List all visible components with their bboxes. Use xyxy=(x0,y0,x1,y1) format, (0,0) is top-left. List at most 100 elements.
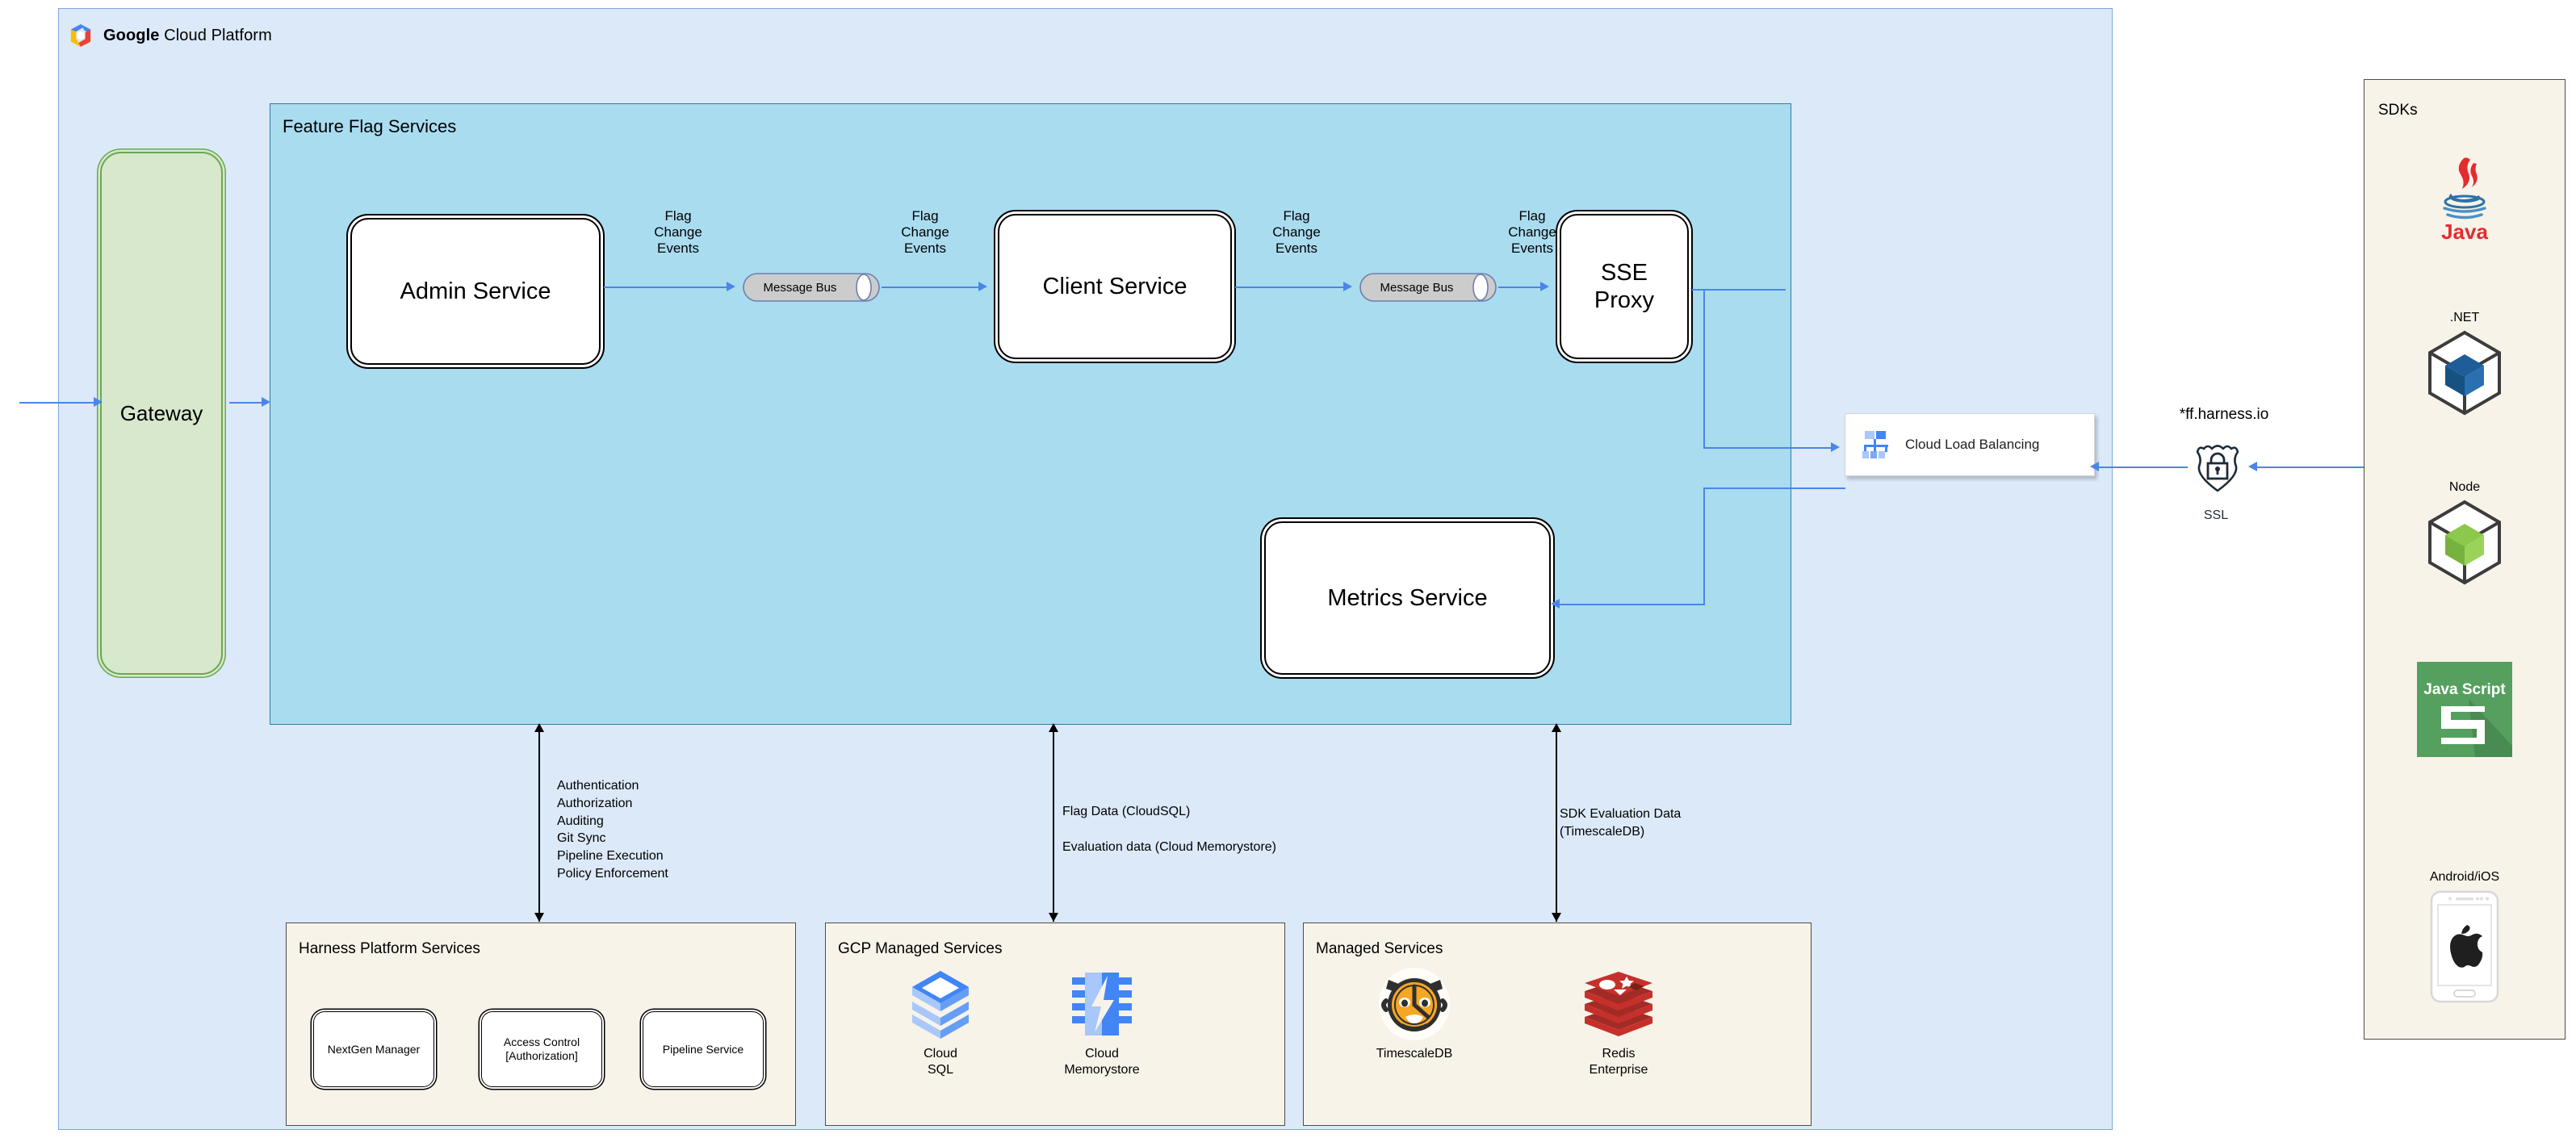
gcp-title-bold: Google xyxy=(103,26,160,44)
message-bus-1-label: Message Bus xyxy=(763,280,837,295)
flag-change-events-label-1: Flag Change Events xyxy=(654,208,702,257)
cloud-memorystore-icon xyxy=(1072,973,1132,1035)
lb-to-metrics-arrowhead xyxy=(1551,599,1560,609)
sse-to-lb-arrowhead xyxy=(1831,442,1840,452)
sdks-title: SDKs xyxy=(2378,102,2418,119)
ssl-shield-lock-icon xyxy=(2196,445,2239,492)
gateway-label: Gateway xyxy=(119,400,203,425)
lb-to-metrics-line-h2 xyxy=(1560,604,1705,605)
harness-platform-services-title: Harness Platform Services xyxy=(299,940,480,957)
client-service-node[interactable]: Client Service xyxy=(998,214,1232,359)
timescaledb-label: TimescaleDB xyxy=(1376,1047,1453,1061)
dotnet-hexagon-cube-icon xyxy=(2428,330,2501,416)
gcp-header: Google Cloud Platform xyxy=(69,21,408,50)
pipeline-service-label: Pipeline Service xyxy=(662,1042,744,1056)
pipeline-service-node[interactable]: Pipeline Service xyxy=(643,1011,764,1087)
ingress-arrowhead xyxy=(94,397,103,407)
message-bus-2-label: Message Bus xyxy=(1380,280,1454,295)
gcp-title-rest: Cloud Platform xyxy=(159,26,272,44)
sdk-item-dotnet[interactable]: .NET xyxy=(2364,311,2566,420)
javascript-wordmark: Java Script xyxy=(2423,681,2506,698)
managed-link-arrow-down xyxy=(1552,913,1561,922)
sdk-item-javascript[interactable]: Java Script xyxy=(2364,662,2566,761)
domain-label: *ff.harness.io xyxy=(2179,406,2269,423)
gcp-link-line xyxy=(1053,726,1054,922)
google-cloud-hexagon-icon xyxy=(70,24,91,47)
message-bus-1[interactable]: Message Bus xyxy=(743,273,880,302)
sdk-item-java[interactable]: Java xyxy=(2364,155,2566,248)
client-service-label: Client Service xyxy=(1042,273,1187,299)
gcp-data-annotation-text: Flag Data (CloudSQL) Evaluation data (Cl… xyxy=(1062,805,1277,854)
bus-to-client-arrowhead xyxy=(978,282,987,291)
feature-flag-services-region xyxy=(270,103,1791,725)
harness-link-arrow-down xyxy=(534,913,544,922)
harness-annotation-text: Authentication Authorization Auditing Gi… xyxy=(557,779,668,881)
sdk-item-node[interactable]: Node xyxy=(2364,480,2566,589)
timescaledb-item[interactable]: TimescaleDB xyxy=(1350,967,1479,1062)
gateway-to-ffs-line xyxy=(229,402,268,404)
redis-enterprise-label: Redis Enterprise xyxy=(1589,1047,1648,1077)
message-bus-queue-shape xyxy=(743,273,880,302)
client-to-bus-arrowhead xyxy=(1343,282,1352,291)
ssl-to-lb-line xyxy=(2099,466,2188,468)
message-bus-queue-shape-2 xyxy=(1359,273,1497,302)
gcp-managed-services-panel xyxy=(825,923,1285,1126)
flag-change-events-label-2: Flag Change Events xyxy=(901,208,949,257)
java-wordmark: Java xyxy=(2441,220,2488,244)
lb-to-metrics-line-h1 xyxy=(1703,487,1845,489)
cloud-memorystore-item[interactable]: Cloud Memorystore xyxy=(1041,967,1162,1078)
redis-stack-icon xyxy=(1585,972,1652,1036)
gateway-node[interactable]: Gateway xyxy=(100,152,223,675)
cloud-sql-item[interactable]: Cloud SQL xyxy=(888,967,993,1078)
ssl-caption: SSL xyxy=(2203,508,2229,522)
admin-to-bus-arrowhead xyxy=(727,282,735,291)
feature-flag-services-title: Feature Flag Services xyxy=(283,116,457,136)
page-title: Google Cloud Platform xyxy=(103,27,272,45)
ssl-to-lb-arrowhead xyxy=(2090,462,2099,471)
cloud-load-balancing-node[interactable]: Cloud Load Balancing xyxy=(1845,413,2095,476)
access-control-label: Access Control [Authorization] xyxy=(503,1035,580,1062)
cloud-load-balancing-label: Cloud Load Balancing xyxy=(1905,437,2040,452)
flag-change-events-label-4: Flag Change Events xyxy=(1508,208,1556,257)
ingress-line xyxy=(19,402,100,404)
managed-services-title: Managed Services xyxy=(1316,940,1443,957)
message-bus-2[interactable]: Message Bus xyxy=(1359,273,1497,302)
client-to-bus-line xyxy=(1235,287,1348,288)
cloud-sql-icon xyxy=(912,971,969,1039)
timescaledb-tiger-icon xyxy=(1379,968,1450,1040)
bus-to-sse-arrowhead xyxy=(1540,282,1549,291)
admin-service-node[interactable]: Admin Service xyxy=(350,218,601,365)
managed-link-arrow-up xyxy=(1552,723,1561,732)
nextgen-manager-node[interactable]: NextGen Manager xyxy=(313,1011,434,1087)
sdk-to-ssl-arrowhead xyxy=(2248,462,2257,471)
java-logo-icon: Java xyxy=(2441,157,2488,244)
cloud-memorystore-label: Cloud Memorystore xyxy=(1064,1047,1140,1077)
metrics-service-label: Metrics Service xyxy=(1327,584,1488,611)
managed-data-annotation-text: SDK Evaluation Data (TimescaleDB) xyxy=(1560,807,1682,839)
access-control-node[interactable]: Access Control [Authorization] xyxy=(481,1011,602,1087)
flag-change-events-label-3: Flag Change Events xyxy=(1272,208,1321,257)
phone-apple-icon xyxy=(2430,890,2499,1003)
sse-proxy-label: SSE Proxy xyxy=(1594,259,1655,313)
cloud-memorystore-icon-wrap xyxy=(1041,967,1162,1041)
sse-to-lb-line-h2 xyxy=(1703,447,1834,449)
sse-to-lb-line-h1 xyxy=(1692,289,1786,291)
metrics-service-node[interactable]: Metrics Service xyxy=(1264,521,1551,675)
gcp-link-arrow-up xyxy=(1049,723,1058,732)
mobile-caption: Android/iOS xyxy=(2429,870,2500,884)
harness-link-arrow-up xyxy=(534,723,544,732)
bus-to-sse-line xyxy=(1498,287,1545,288)
lb-to-metrics-line-v xyxy=(1703,487,1705,605)
redis-enterprise-item[interactable]: Redis Enterprise xyxy=(1558,967,1679,1078)
timescaledb-icon-wrap xyxy=(1350,967,1479,1041)
cloud-load-balancing-icon xyxy=(1862,431,1888,458)
gcp-managed-services-title: GCP Managed Services xyxy=(838,940,1003,957)
sdk-item-mobile[interactable]: Android/iOS xyxy=(2364,870,2566,1008)
sse-proxy-node[interactable]: SSE Proxy xyxy=(1560,214,1689,359)
managed-link-line xyxy=(1556,726,1557,922)
javascript-logo-icon: Java Script xyxy=(2417,662,2512,757)
node-caption: Node xyxy=(2448,480,2481,494)
redis-icon-wrap xyxy=(1558,967,1679,1041)
dotnet-caption: .NET xyxy=(2449,311,2480,324)
bus-to-client-line xyxy=(882,287,983,288)
